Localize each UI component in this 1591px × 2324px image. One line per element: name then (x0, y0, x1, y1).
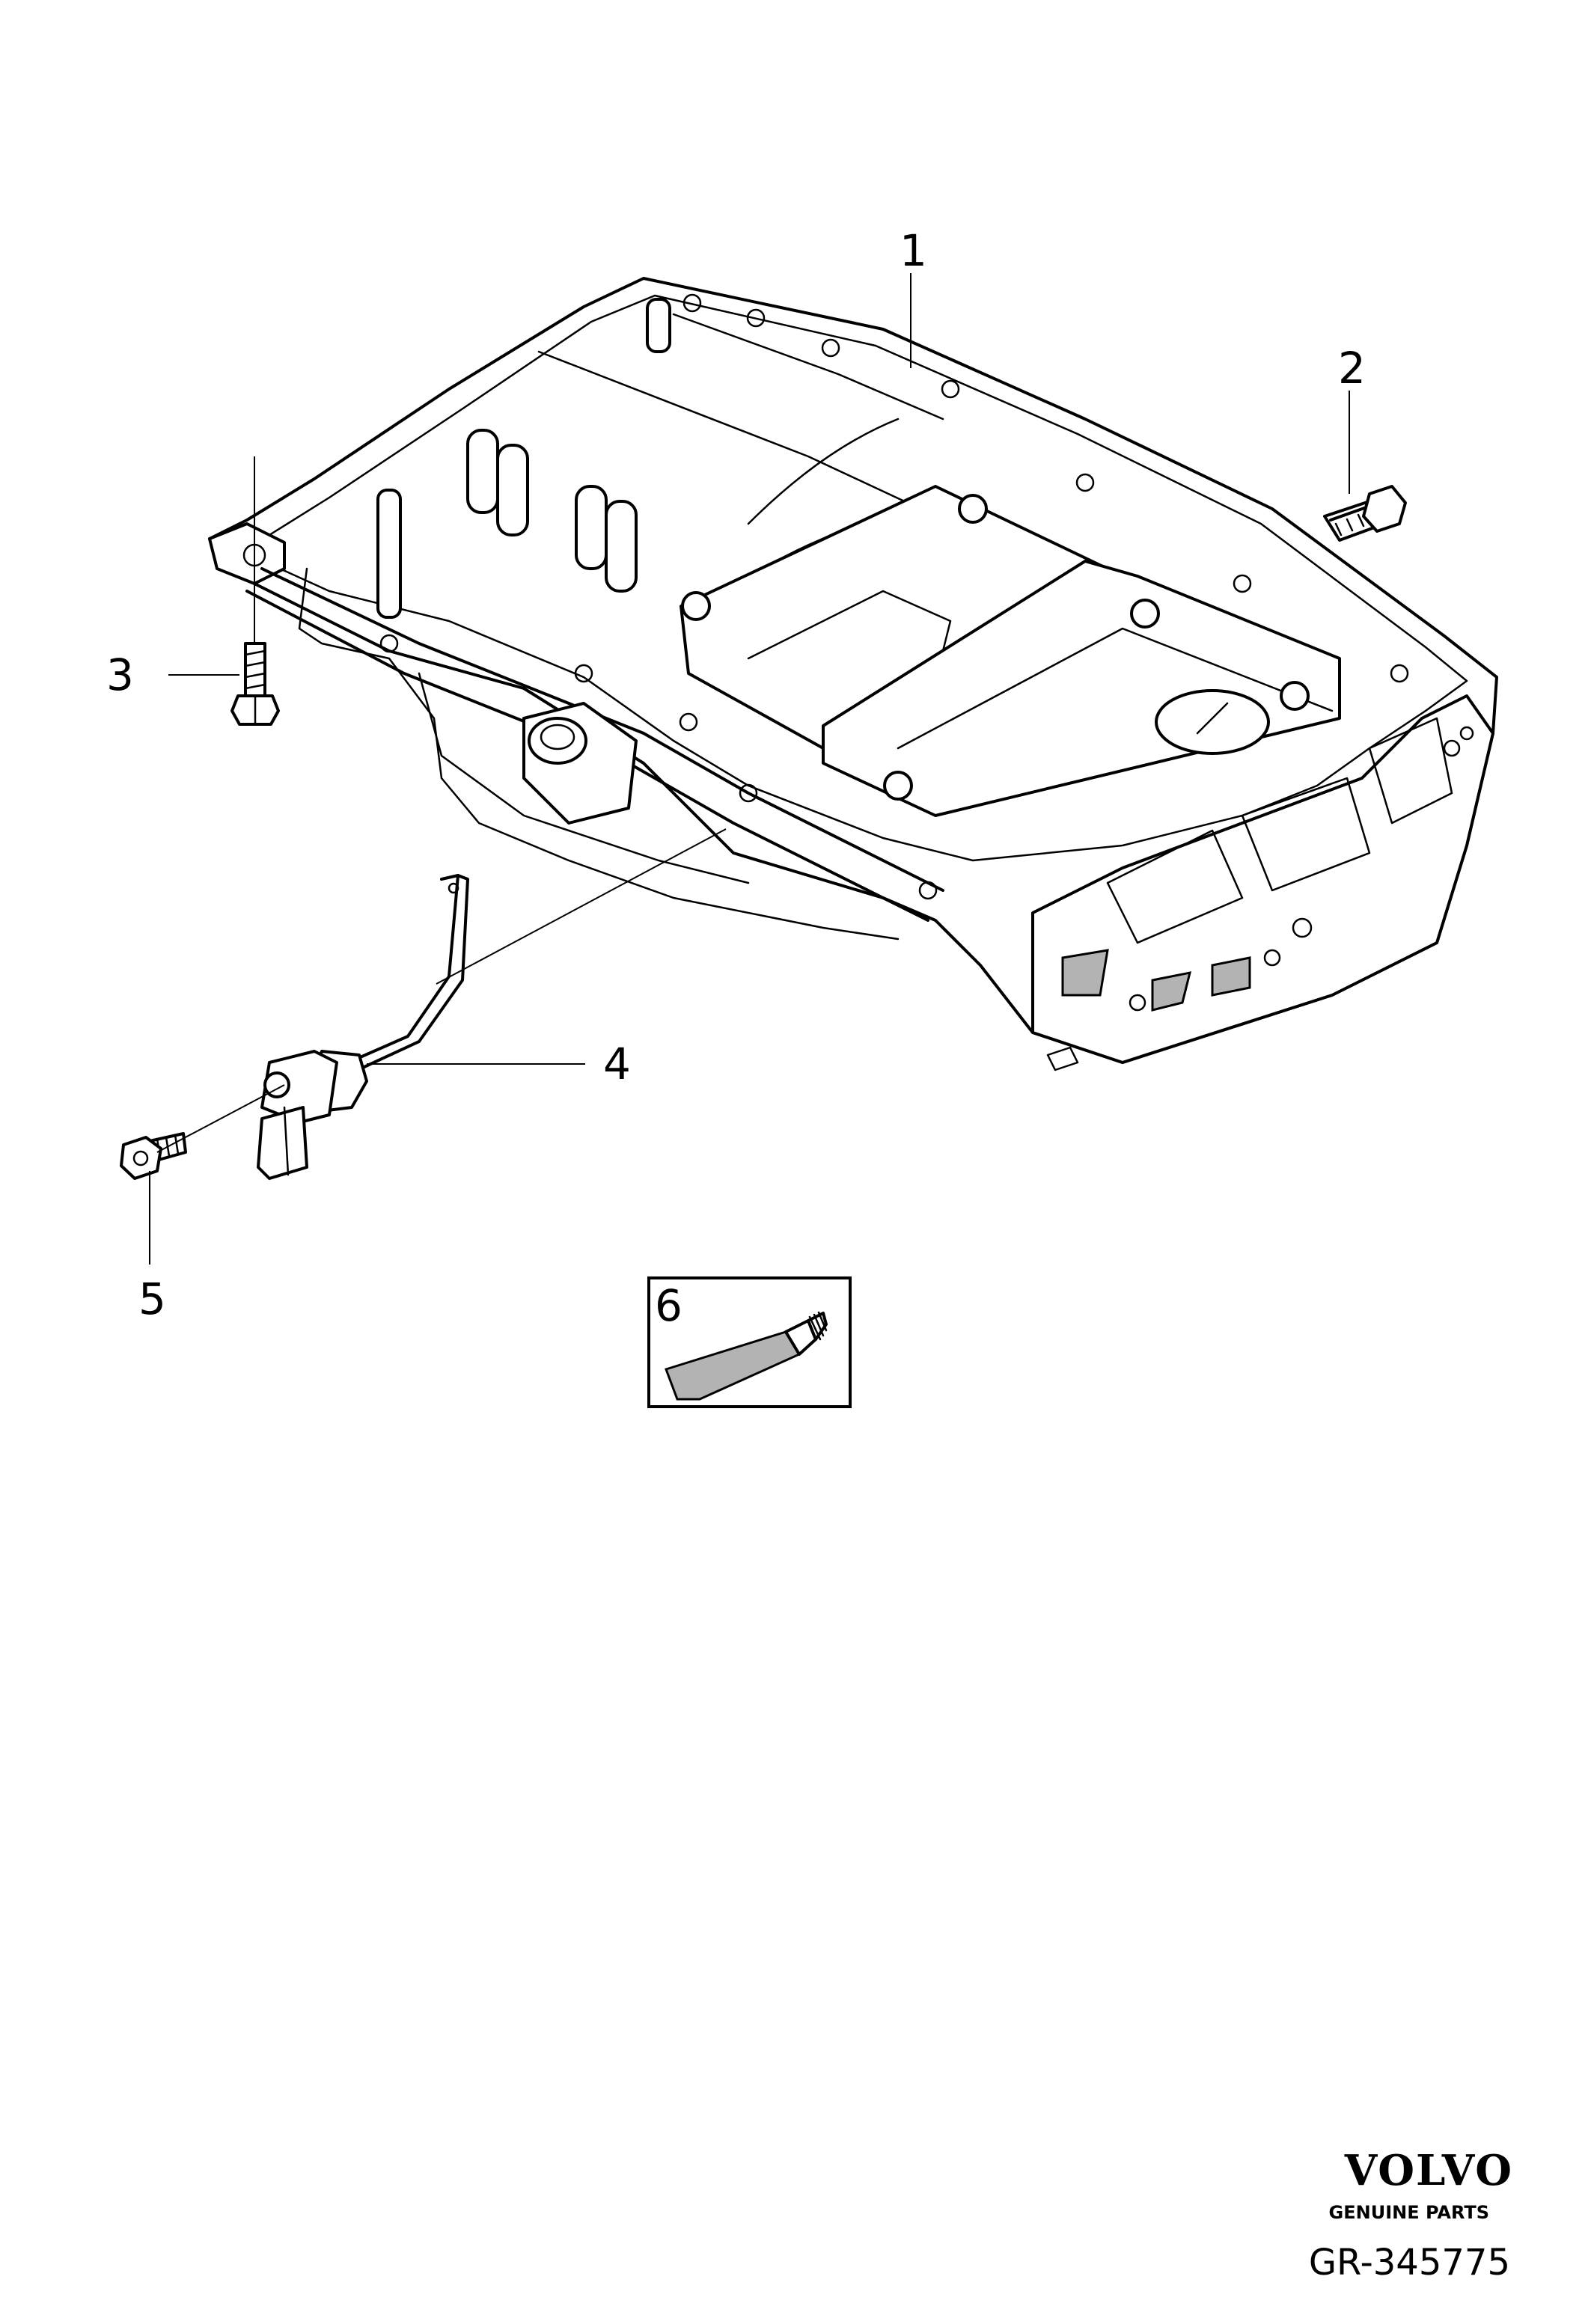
callout-1: 1 (900, 225, 927, 276)
pan-posts (376, 298, 671, 619)
volvo-logo: VOLVO (1344, 2146, 1513, 2195)
callout-4: 4 (603, 1039, 631, 1089)
callout-6: 6 (655, 1280, 682, 1331)
flange-bolt-2-illustration (1323, 485, 1407, 542)
figure-number: GR-345775 (1309, 2242, 1510, 2284)
oil-level-sensor-illustration (257, 874, 469, 1180)
pan-end-ribs (1031, 694, 1494, 1071)
flange-holes (379, 293, 1409, 923)
oil-pan-illustration (208, 277, 1498, 1071)
sensor-bolt-5-illustration (120, 1132, 187, 1180)
leader-lines (149, 273, 1350, 1265)
logo-subtitle: GENUINE PARTS (1329, 2202, 1489, 2223)
drain-boss (522, 702, 638, 825)
sealant-tube-icon (665, 1311, 828, 1401)
callout-2: 2 (1338, 343, 1366, 394)
flange-bolt-3-illustration (230, 642, 280, 726)
callout-3: 3 (106, 649, 134, 700)
plate-bolts (681, 494, 1310, 801)
brand-block: VOLVO GENUINE PARTS GR-345775 (1309, 2146, 1513, 2284)
sealant-box (647, 1276, 852, 1408)
callout-5: 5 (138, 1273, 166, 1324)
